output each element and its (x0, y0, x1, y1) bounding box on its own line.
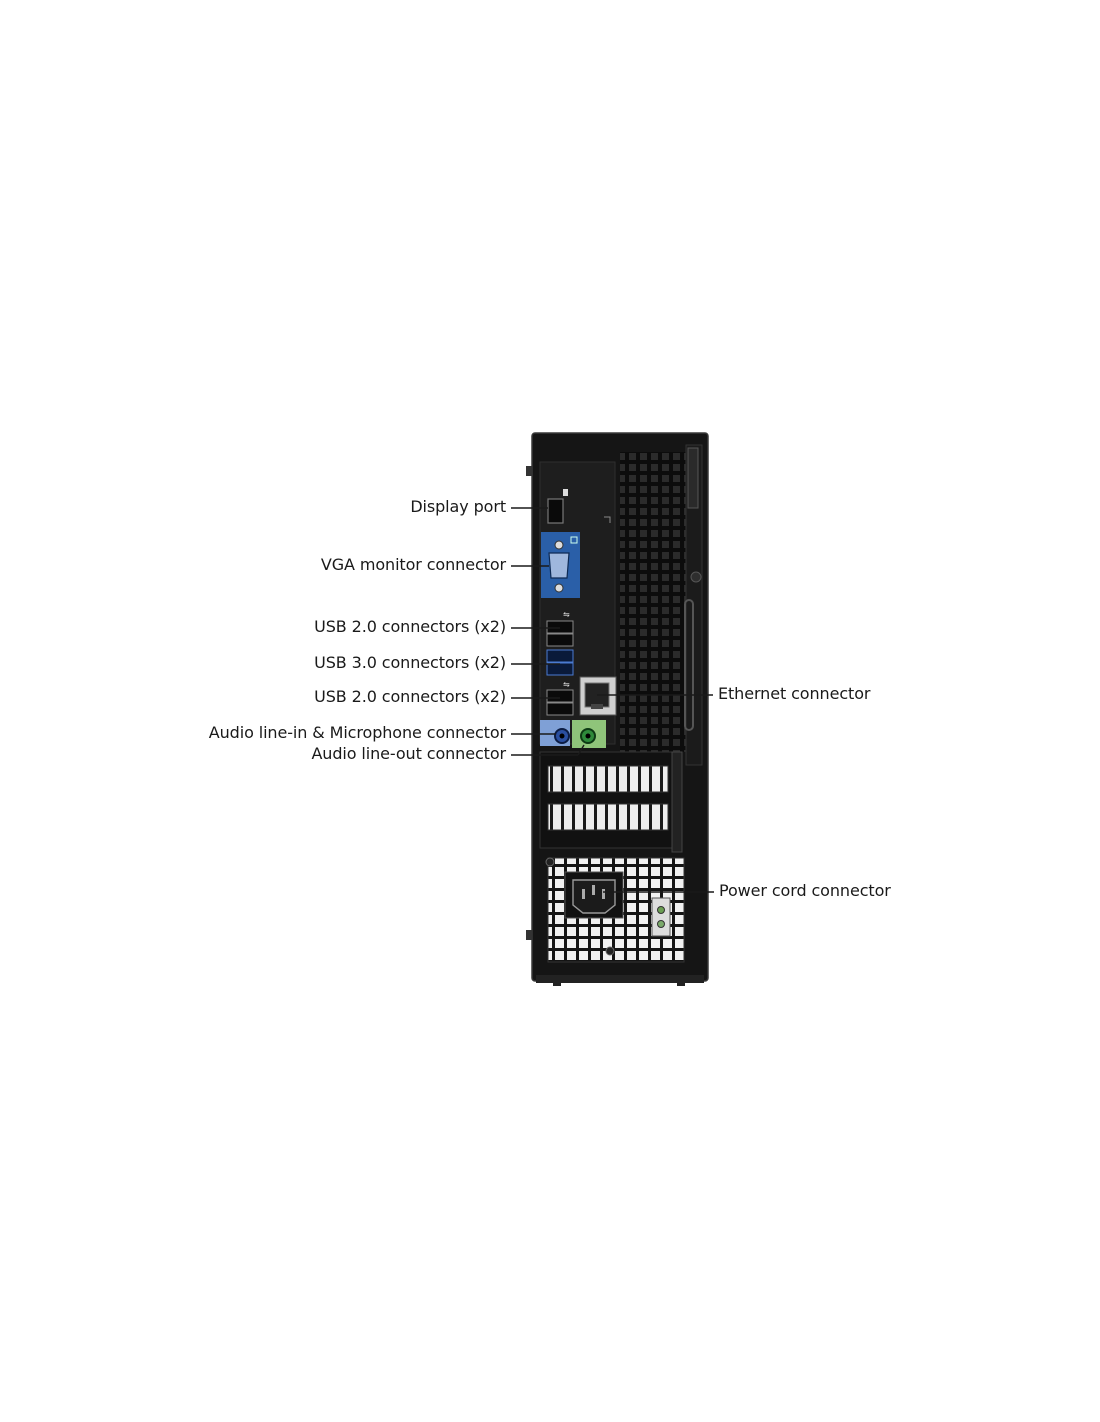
psu-test-button-panel (651, 897, 671, 937)
psu-test-button (657, 920, 665, 928)
io-plate-notch (604, 516, 611, 523)
audio-in-jack-hole (559, 733, 565, 739)
vga-symbol (570, 536, 578, 544)
chassis-bottom-lip (536, 975, 704, 983)
side-tab-bottom (526, 930, 532, 940)
expansion-bracket-bar (671, 751, 683, 853)
foot-right (677, 981, 685, 986)
label-vga-connector: VGA monitor connector (320, 555, 506, 574)
displayport-symbol (563, 489, 568, 496)
foot-left (553, 981, 561, 986)
usb20-top-port-2 (546, 633, 574, 647)
usb30-port-1 (546, 649, 574, 663)
ethernet-clip (591, 704, 603, 709)
usb-symbol-bottom: ⇋ (563, 680, 570, 689)
psu-screw-2 (605, 946, 615, 956)
power-pin-1 (582, 889, 585, 899)
usb20-top-port-1 (546, 620, 574, 634)
rail-handle (684, 599, 694, 731)
usb30-port-2 (546, 662, 574, 676)
label-usb30: USB 3.0 connectors (x2) (314, 653, 506, 672)
leader-audio-out-d (577, 744, 585, 756)
power-pin-2 (592, 885, 595, 895)
label-audio-in: Audio line-in & Microphone connector (208, 723, 506, 742)
audio-out-jack-hole (585, 733, 591, 739)
usb20-bottom-port-1 (546, 689, 574, 703)
expansion-slot-2 (547, 803, 669, 831)
side-tab-top (526, 466, 532, 476)
usb20-bottom-port-2 (546, 702, 574, 716)
vga-screw-bottom (554, 583, 564, 593)
psu-screw (545, 857, 555, 867)
label-ethernet: Ethernet connector (718, 684, 871, 703)
expansion-slot-1 (547, 765, 669, 793)
displayport-port (547, 498, 564, 524)
power-inlet (572, 879, 616, 914)
vga-screw-top (554, 540, 564, 550)
latch (687, 447, 699, 509)
rail-screw-top (690, 571, 702, 583)
power-pin-3 (602, 889, 605, 899)
vga-port (548, 552, 570, 579)
label-usb20-bottom: USB 2.0 connectors (x2) (314, 687, 506, 706)
label-audio-out: Audio line-out connector (311, 744, 506, 763)
leader-lines (511, 507, 714, 893)
psu-led (657, 906, 665, 914)
label-usb20-top: USB 2.0 connectors (x2) (314, 617, 506, 636)
label-display-port: Display port (410, 497, 506, 516)
usb-symbol-top: ⇋ (563, 610, 570, 619)
label-power-cord: Power cord connector (719, 881, 891, 900)
vent-grille (620, 452, 686, 752)
